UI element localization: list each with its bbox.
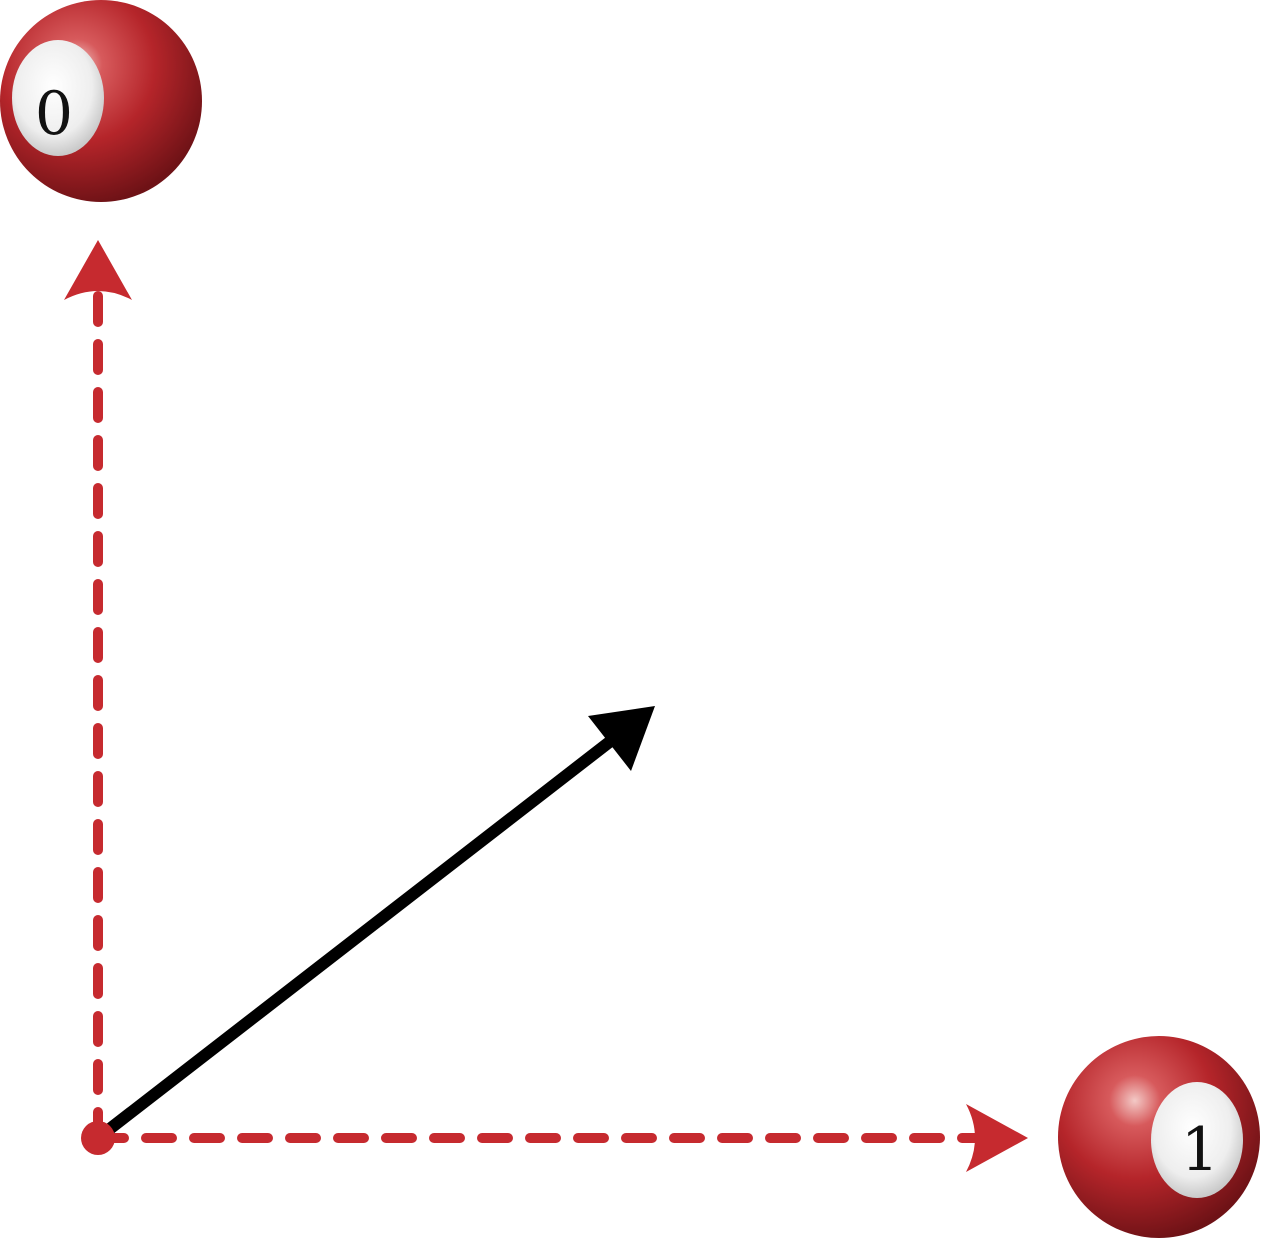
ball-zero-label: 0: [35, 79, 73, 149]
number-patch: [1151, 1082, 1243, 1198]
ball-one: 1: [1058, 1036, 1260, 1238]
number-patch: [12, 40, 104, 156]
ball-one-label: 1: [1181, 1115, 1219, 1185]
arrow-up-icon: [64, 240, 132, 300]
arrow-right-icon: [966, 1104, 1028, 1172]
vertical-basis-arrow: [64, 240, 132, 1143]
horizontal-basis-arrow: [93, 1104, 1028, 1172]
ball-zero: 0: [0, 0, 202, 202]
arrow-diagonal-icon: [588, 706, 655, 771]
state-vector-line: [92, 734, 618, 1144]
origin-dot-icon: [81, 1121, 115, 1155]
state-vector-arrow: [92, 706, 655, 1144]
